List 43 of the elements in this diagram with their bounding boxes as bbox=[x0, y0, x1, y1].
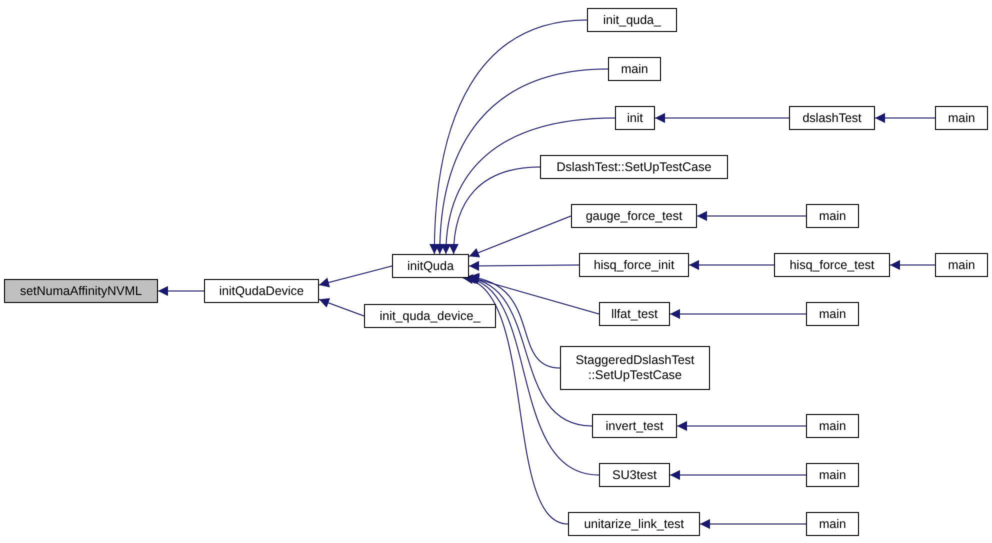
call-arrow bbox=[318, 266, 392, 288]
function-box: main bbox=[806, 204, 859, 228]
function-box: DslashTest::SetUpTestCase bbox=[540, 155, 728, 179]
function-box: initQuda bbox=[392, 254, 469, 278]
function-box: main bbox=[935, 106, 988, 130]
function-box: StaggeredDslashTest ::SetUpTestCase bbox=[560, 346, 710, 390]
call-arrow bbox=[688, 260, 774, 270]
function-box: main bbox=[806, 302, 859, 326]
function-box: initQudaDevice bbox=[204, 279, 319, 303]
call-arrow bbox=[468, 216, 572, 258]
call-arrow bbox=[430, 20, 588, 254]
call-arrow bbox=[670, 309, 806, 319]
call-arrow bbox=[700, 519, 806, 529]
call-arrow bbox=[318, 298, 364, 316]
function-box: dslashTest bbox=[789, 106, 875, 130]
function-box: setNumaAffinityNVML bbox=[4, 279, 158, 303]
function-box: main bbox=[806, 463, 859, 487]
call-arrow bbox=[874, 113, 936, 123]
function-box: invert_test bbox=[592, 414, 677, 438]
function-box: main bbox=[608, 57, 661, 81]
function-box: unitarize_link_test bbox=[568, 512, 700, 536]
function-box: main bbox=[935, 253, 988, 277]
call-arrow bbox=[468, 260, 580, 271]
call-arrow bbox=[890, 260, 936, 270]
function-box: hisq_force_init bbox=[579, 253, 689, 277]
call-arrow bbox=[670, 470, 806, 480]
call-arrow bbox=[441, 118, 616, 254]
call-arrow bbox=[696, 211, 806, 221]
function-box: llfat_test bbox=[599, 302, 670, 326]
function-box: init_quda_device_ bbox=[364, 304, 496, 328]
function-box: SU3test bbox=[599, 463, 670, 487]
call-arrow bbox=[676, 421, 806, 431]
function-box: hisq_force_test bbox=[774, 253, 890, 277]
call-arrow bbox=[449, 166, 540, 254]
call-arrow bbox=[654, 113, 790, 123]
call-arrow bbox=[158, 286, 204, 296]
function-box: main bbox=[806, 414, 859, 438]
function-box: init_quda_ bbox=[587, 8, 677, 32]
function-box: main bbox=[806, 512, 859, 536]
function-box: gauge_force_test bbox=[571, 204, 697, 228]
call-arrow bbox=[435, 68, 608, 254]
call-arrow bbox=[462, 277, 568, 524]
function-box: init bbox=[615, 106, 655, 130]
